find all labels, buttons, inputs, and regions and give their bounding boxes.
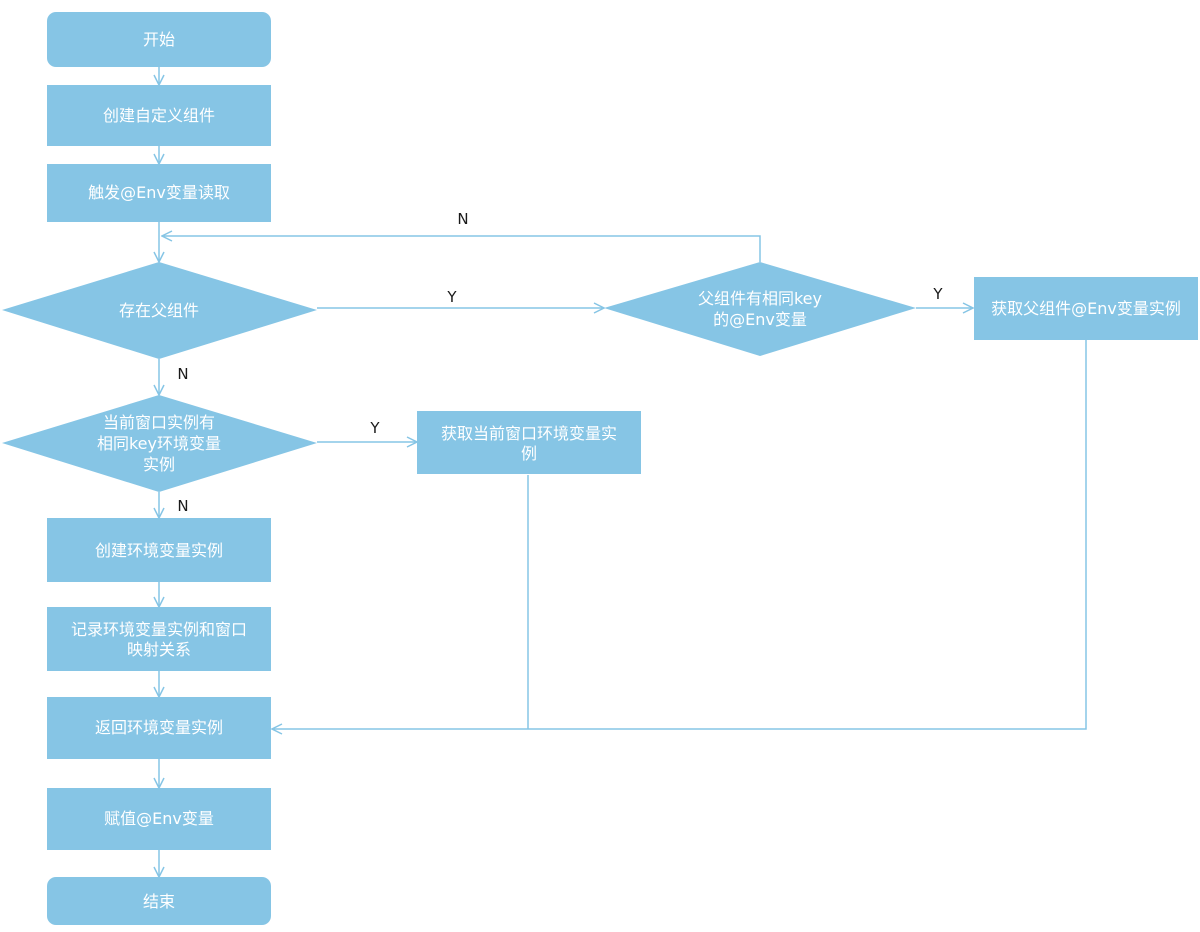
get-parent-instance-label: 获取父组件@Env变量实例 xyxy=(991,299,1181,318)
edge-label-parent-check-no: N xyxy=(457,210,468,228)
nodes: 开始 创建自定义组件 触发@Env变量读取 存在父组件 父组件有相同key 的@… xyxy=(2,12,1198,925)
has-parent-decision: 存在父组件 xyxy=(2,262,317,359)
return-instance-label: 返回环境变量实例 xyxy=(95,718,223,737)
edge-labels: N Y Y N Y N xyxy=(177,210,943,515)
window-has-same-key-label-line1: 当前窗口实例有 xyxy=(103,413,215,432)
return-instance-node: 返回环境变量实例 xyxy=(47,697,271,759)
parent-has-same-key-decision: 父组件有相同key 的@Env变量 xyxy=(604,262,916,356)
get-parent-instance-node: 获取父组件@Env变量实例 xyxy=(974,277,1198,340)
get-window-instance-label-line2: 例 xyxy=(521,444,537,463)
connectors xyxy=(159,67,1087,876)
create-custom-component-label: 创建自定义组件 xyxy=(103,106,215,125)
start-label: 开始 xyxy=(143,30,175,49)
create-env-instance-label: 创建环境变量实例 xyxy=(95,541,223,560)
edge-get-parent-to-return xyxy=(273,340,1087,729)
assign-env-label: 赋值@Env变量 xyxy=(104,809,214,828)
window-has-same-key-label-line3: 实例 xyxy=(143,455,175,474)
end-node: 结束 xyxy=(47,877,271,925)
parent-has-same-key-label-line1: 父组件有相同key xyxy=(698,289,822,308)
get-window-instance-label-line1: 获取当前窗口环境变量实 xyxy=(441,424,617,443)
trigger-env-read-label: 触发@Env变量读取 xyxy=(88,183,230,202)
get-window-instance-node: 获取当前窗口环境变量实 例 xyxy=(417,411,641,474)
window-has-same-key-decision: 当前窗口实例有 相同key环境变量 实例 xyxy=(2,395,317,492)
edge-label-parent-key-yes: Y xyxy=(932,285,943,303)
has-parent-label: 存在父组件 xyxy=(119,301,199,320)
record-mapping-label-line2: 映射关系 xyxy=(127,640,191,659)
create-custom-component-node: 创建自定义组件 xyxy=(47,85,271,146)
window-has-same-key-label-line2: 相同key环境变量 xyxy=(97,434,221,453)
start-node: 开始 xyxy=(47,12,271,67)
create-env-instance-node: 创建环境变量实例 xyxy=(47,518,271,582)
assign-env-node: 赋值@Env变量 xyxy=(47,788,271,850)
parent-has-same-key-label-line2: 的@Env变量 xyxy=(713,310,807,329)
edge-label-window-check-no: N xyxy=(177,497,188,515)
end-label: 结束 xyxy=(143,892,175,911)
record-mapping-label-line1: 记录环境变量实例和窗口 xyxy=(71,620,247,639)
record-mapping-node: 记录环境变量实例和窗口 映射关系 xyxy=(47,607,271,671)
trigger-env-read-node: 触发@Env变量读取 xyxy=(47,164,271,222)
edge-label-has-parent-yes: Y xyxy=(446,288,457,306)
edge-parent-key-no-loop xyxy=(163,236,761,262)
edge-label-window-check-yes: Y xyxy=(369,419,380,437)
edge-label-has-parent-no: N xyxy=(177,365,188,383)
